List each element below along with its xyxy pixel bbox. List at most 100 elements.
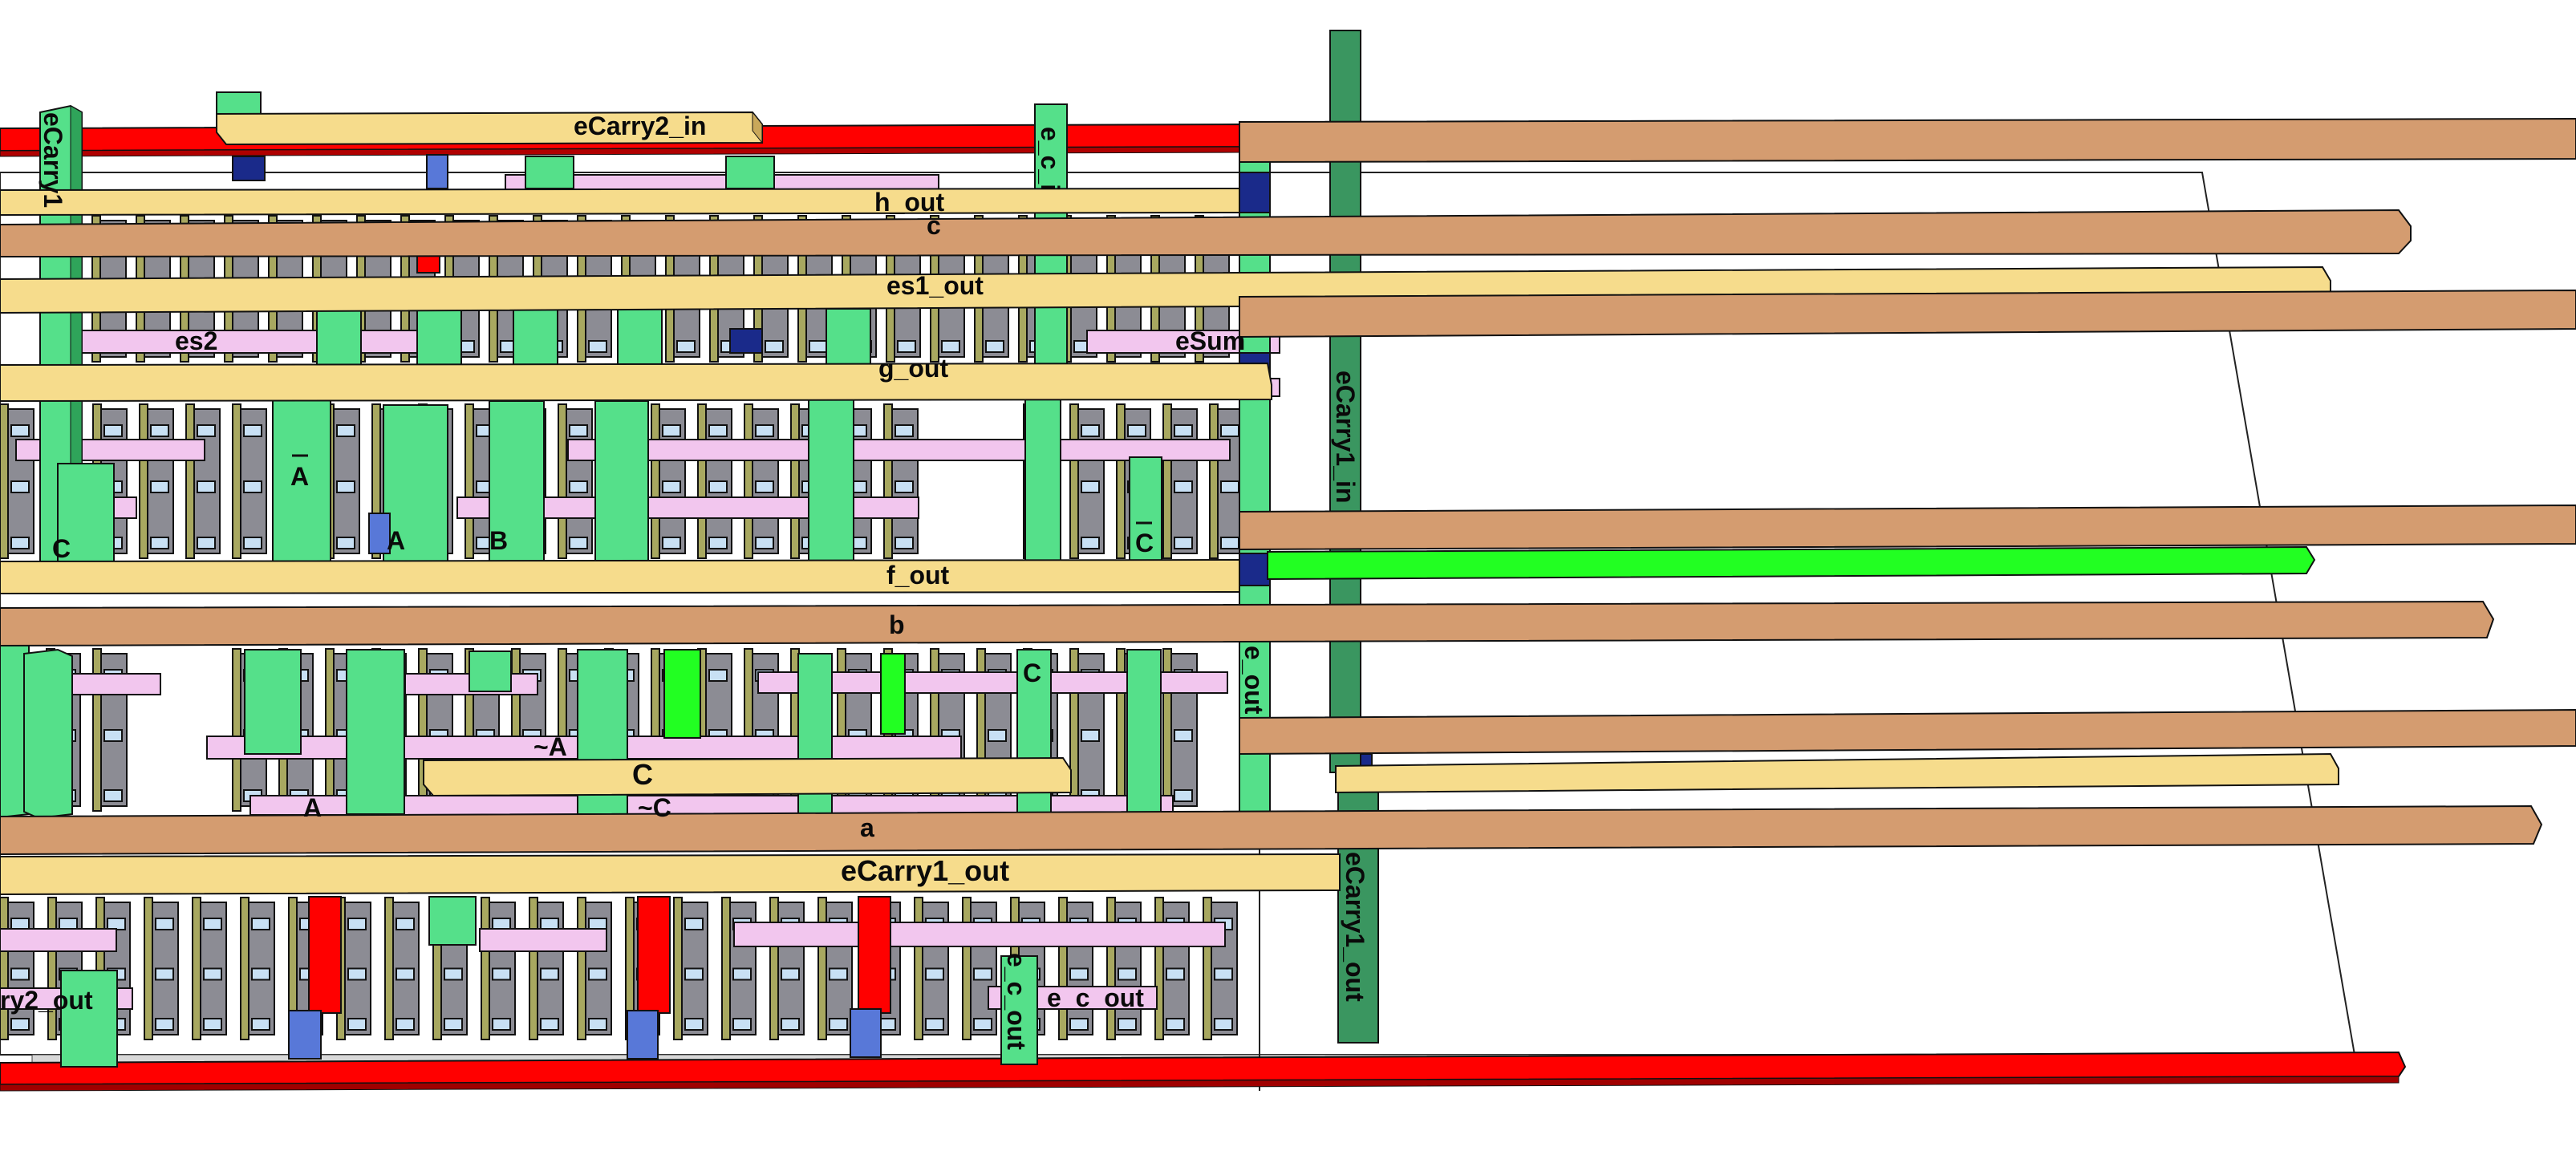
label-e-c-out-v: e_c_out (1002, 953, 1031, 1050)
contact (103, 729, 123, 742)
contact (155, 918, 174, 930)
label-c-right: C (1135, 529, 1154, 557)
label-ecarry1-out-h: eCarry1_out (841, 854, 1009, 887)
label-b-mid: B (489, 526, 508, 555)
contact (897, 340, 916, 353)
contact (941, 340, 960, 353)
label-ecarry1-left: eCarry1 (39, 112, 67, 208)
contact (781, 967, 800, 981)
contact (588, 340, 607, 353)
device-gate (558, 403, 567, 559)
bottom-supply-rail (0, 1051, 2407, 1092)
label-c-left: C (52, 534, 71, 563)
green-column (416, 308, 462, 366)
contact (1127, 424, 1146, 437)
device-gate (883, 403, 893, 559)
contact (336, 424, 355, 437)
contact (1118, 1018, 1137, 1031)
device-gate (962, 897, 972, 1040)
label-g-out: g_out (878, 354, 948, 383)
contact (988, 729, 1007, 742)
device-gate (185, 403, 195, 559)
contact (492, 918, 511, 930)
contact (755, 537, 774, 549)
label-not-c: ~C (638, 793, 671, 822)
green-column (39, 104, 83, 569)
green-column (428, 896, 477, 946)
contact (1220, 537, 1239, 549)
contact (708, 537, 728, 549)
label-a-mid: A (387, 526, 405, 555)
contact (492, 1018, 511, 1031)
contact (10, 967, 30, 981)
label-esum: eSum (1175, 326, 1245, 355)
contact (1081, 537, 1100, 549)
contact (243, 537, 262, 549)
device-gate (1116, 403, 1126, 559)
green-column (316, 308, 362, 366)
contact (396, 967, 415, 981)
contact (1174, 789, 1193, 802)
label-e-c-out-h: e_c_out (1047, 983, 1144, 1012)
contact (150, 424, 169, 437)
contact (1214, 1018, 1233, 1031)
contact (925, 967, 944, 981)
green-column (469, 650, 512, 692)
contact (569, 537, 588, 549)
device-gate (744, 403, 753, 559)
contact (1166, 1018, 1185, 1031)
green-column (60, 970, 118, 1068)
device-gate (577, 897, 586, 1040)
green-column (594, 400, 649, 566)
contact (203, 1018, 222, 1031)
contact (103, 789, 123, 802)
label-c-bar: C (632, 758, 653, 791)
contact (540, 967, 559, 981)
contact (985, 340, 1004, 353)
contact (1069, 1018, 1089, 1031)
contact (396, 918, 415, 930)
contact (925, 1018, 944, 1031)
label-a-lower: A (303, 793, 322, 822)
contact (10, 1018, 30, 1031)
label-f-out: f_out (886, 561, 950, 590)
device-gate (144, 897, 153, 1040)
label-es1-out: es1_out (886, 271, 984, 300)
label-c-lower: C (1023, 659, 1041, 687)
device-gate (481, 897, 490, 1040)
e-c-out-vertical (1000, 955, 1038, 1065)
label-e-c-top: e_c_i (1036, 127, 1065, 191)
green-column (826, 308, 871, 366)
contact (1220, 480, 1239, 493)
contact (973, 967, 992, 981)
contact (895, 537, 914, 549)
contact (197, 424, 216, 437)
f-out-wire (0, 558, 1240, 595)
c-yellow-wire (423, 756, 1072, 797)
contact (829, 967, 848, 981)
contact (10, 424, 30, 437)
contact (540, 1018, 559, 1031)
contact (243, 424, 262, 437)
device-gate (1058, 897, 1068, 1040)
contact (708, 424, 728, 437)
contact (155, 967, 174, 981)
green-column (383, 404, 448, 566)
contact (1081, 424, 1100, 437)
label-ecarry2-out: ry2_out (0, 986, 93, 1015)
device-gate (673, 897, 683, 1040)
yellow-right-wire (1335, 752, 2339, 794)
label-a: a (860, 813, 874, 842)
contact (662, 537, 681, 549)
contact (569, 480, 588, 493)
contact (444, 967, 463, 981)
contact (1214, 967, 1233, 981)
green-metal-columns (0, 91, 1271, 1068)
contact (1174, 729, 1193, 742)
contact (662, 480, 681, 493)
device-gate (464, 403, 474, 559)
contact (197, 480, 216, 493)
contact (569, 424, 588, 437)
contact (809, 340, 828, 353)
